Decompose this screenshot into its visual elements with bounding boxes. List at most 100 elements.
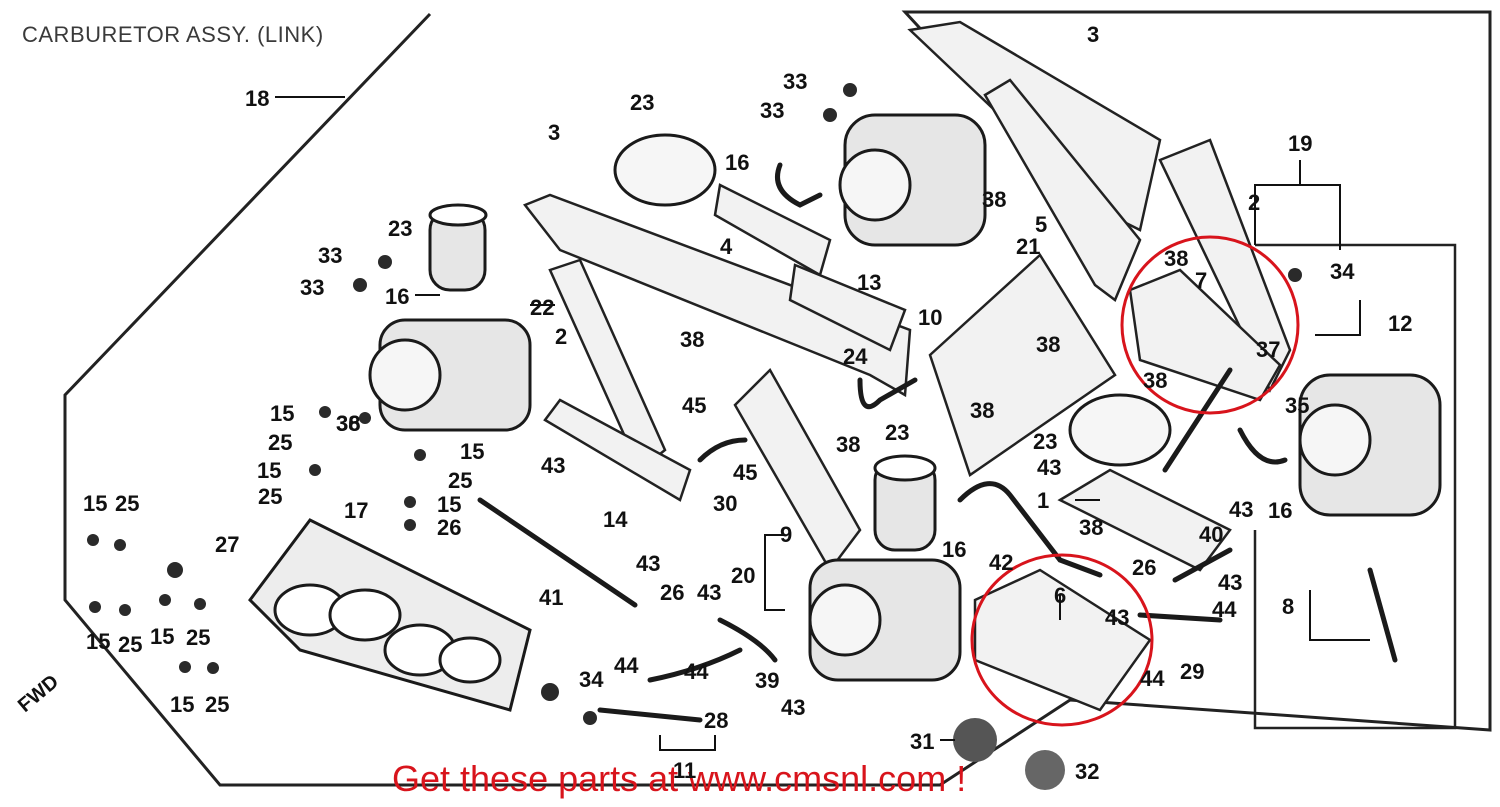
callout-10[interactable]: 10	[918, 305, 943, 330]
air-box-tray	[248, 518, 532, 712]
callout-15[interactable]: 15	[460, 439, 485, 464]
callout-38[interactable]: 38	[680, 327, 705, 352]
callout-23[interactable]: 23	[630, 90, 655, 115]
callout-9[interactable]: 9	[780, 522, 793, 547]
footer-link[interactable]: Get these parts at www.cmsnl.com !	[392, 758, 967, 799]
callout-33[interactable]: 33	[783, 69, 808, 94]
callout-12[interactable]: 12	[1388, 311, 1413, 336]
callout-44[interactable]: 44	[1140, 666, 1165, 691]
callout-38[interactable]: 38	[1079, 515, 1104, 540]
callout-39[interactable]: 39	[755, 668, 780, 693]
callout-41[interactable]: 41	[539, 585, 564, 610]
callout-30[interactable]: 30	[713, 491, 738, 516]
callout-38[interactable]: 38	[1036, 332, 1061, 357]
callout-26[interactable]: 26	[660, 580, 685, 605]
callout-42[interactable]: 42	[989, 550, 1014, 575]
callout-3[interactable]: 3	[1087, 22, 1100, 47]
callout-17[interactable]: 17	[344, 498, 369, 523]
callout-16[interactable]: 16	[942, 537, 967, 562]
callout-5[interactable]: 5	[1035, 212, 1048, 237]
callout-33[interactable]: 33	[760, 98, 785, 123]
rods-and-hoses	[477, 162, 1398, 723]
callout-26[interactable]: 26	[1132, 555, 1157, 580]
assembly-frame	[63, 10, 1492, 787]
callout-15[interactable]: 15	[86, 629, 111, 654]
callout-15[interactable]: 15	[437, 492, 462, 517]
callout-18[interactable]: 18	[245, 86, 270, 111]
callout-38[interactable]: 38	[336, 411, 361, 436]
callout-38[interactable]: 38	[1143, 368, 1168, 393]
callout-2[interactable]: 2	[1248, 190, 1261, 215]
leader-lines	[275, 96, 1370, 751]
callout-38[interactable]: 38	[970, 398, 995, 423]
callout-13[interactable]: 13	[857, 270, 882, 295]
callout-43[interactable]: 43	[1218, 570, 1243, 595]
callout-16[interactable]: 16	[1268, 498, 1293, 523]
callout-34[interactable]: 34	[1330, 259, 1355, 284]
callout-15[interactable]: 15	[270, 401, 295, 426]
callout-43[interactable]: 43	[781, 695, 806, 720]
callout-27[interactable]: 27	[215, 532, 240, 557]
callout-43[interactable]: 43	[1037, 455, 1062, 480]
callout-4[interactable]: 4	[720, 234, 733, 259]
callout-15[interactable]: 15	[170, 692, 195, 717]
callout-43[interactable]: 43	[697, 580, 722, 605]
callout-29[interactable]: 29	[1180, 659, 1205, 684]
callout-1[interactable]: 1	[1037, 488, 1050, 513]
callout-22[interactable]: 22	[530, 295, 555, 320]
callout-25[interactable]: 25	[268, 430, 293, 455]
callout-19[interactable]: 19	[1288, 131, 1313, 156]
carburetor-center	[808, 454, 962, 682]
callout-36[interactable]: 36	[336, 411, 361, 436]
callout-45[interactable]: 45	[733, 460, 758, 485]
callout-3[interactable]: 3	[548, 120, 561, 145]
callout-33[interactable]: 33	[300, 275, 325, 300]
callout-43[interactable]: 43	[541, 453, 566, 478]
callout-23[interactable]: 23	[885, 420, 910, 445]
callout-26[interactable]: 26	[437, 515, 462, 540]
callout-25[interactable]: 25	[258, 484, 283, 509]
callout-38[interactable]: 38	[982, 187, 1007, 212]
callout-11[interactable]: 11	[673, 758, 697, 783]
fasteners	[87, 83, 1302, 790]
callout-16[interactable]: 16	[725, 150, 750, 175]
callout-16[interactable]: 16	[385, 284, 410, 309]
callout-37[interactable]: 37	[1256, 337, 1281, 362]
callout-33[interactable]: 33	[318, 243, 343, 268]
callout-43[interactable]: 43	[636, 551, 661, 576]
callout-2[interactable]: 2	[555, 324, 568, 349]
callout-44[interactable]: 44	[684, 659, 709, 684]
callout-15[interactable]: 15	[257, 458, 282, 483]
callout-43[interactable]: 43	[1229, 497, 1254, 522]
callout-23[interactable]: 23	[388, 216, 413, 241]
callout-35[interactable]: 35	[1285, 393, 1310, 418]
callout-38[interactable]: 38	[836, 432, 861, 457]
callout-20[interactable]: 20	[731, 563, 756, 588]
callout-44[interactable]: 44	[614, 653, 639, 678]
callout-8[interactable]: 8	[1282, 594, 1295, 619]
callout-38[interactable]: 38	[1164, 246, 1189, 271]
callout-15[interactable]: 15	[150, 624, 175, 649]
link-plates	[522, 20, 1292, 712]
carburetor-top	[613, 113, 987, 247]
callout-31[interactable]: 31	[910, 729, 935, 754]
callout-24[interactable]: 24	[843, 344, 868, 369]
callout-28[interactable]: 28	[704, 708, 729, 733]
callout-34[interactable]: 34	[579, 667, 604, 692]
callout-40[interactable]: 40	[1199, 522, 1224, 547]
callout-14[interactable]: 14	[603, 507, 628, 532]
callout-7[interactable]: 7	[1195, 268, 1208, 293]
callout-25[interactable]: 25	[448, 468, 473, 493]
callout-21[interactable]: 21	[1016, 234, 1041, 259]
callout-44[interactable]: 44	[1212, 597, 1237, 622]
callout-45[interactable]: 45	[682, 393, 707, 418]
callout-23[interactable]: 23	[1033, 429, 1058, 454]
callout-32[interactable]: 32	[1075, 759, 1100, 784]
callout-25[interactable]: 25	[115, 491, 140, 516]
callout-25[interactable]: 25	[118, 632, 143, 657]
callout-15[interactable]: 15	[83, 491, 108, 516]
callout-6[interactable]: 6	[1054, 583, 1067, 608]
callout-25[interactable]: 25	[205, 692, 230, 717]
callout-43[interactable]: 43	[1105, 605, 1130, 630]
callout-25[interactable]: 25	[186, 625, 211, 650]
